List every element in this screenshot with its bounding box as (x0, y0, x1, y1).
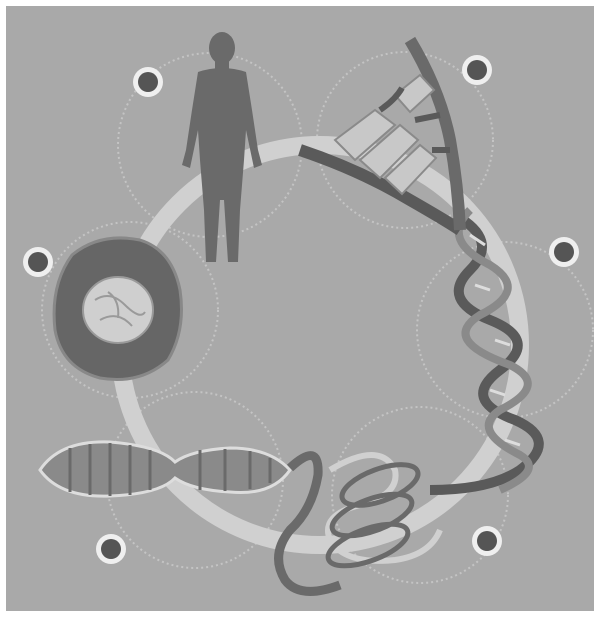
dot-right-core (554, 242, 574, 262)
dot-top-left-core (138, 72, 158, 92)
dot-left-core (28, 252, 48, 272)
dot-bottom-right-core (477, 531, 497, 551)
dot-bottom-left-core (101, 539, 121, 559)
cell-nucleus-icon (54, 238, 181, 380)
dot-top-right-core (467, 60, 487, 80)
